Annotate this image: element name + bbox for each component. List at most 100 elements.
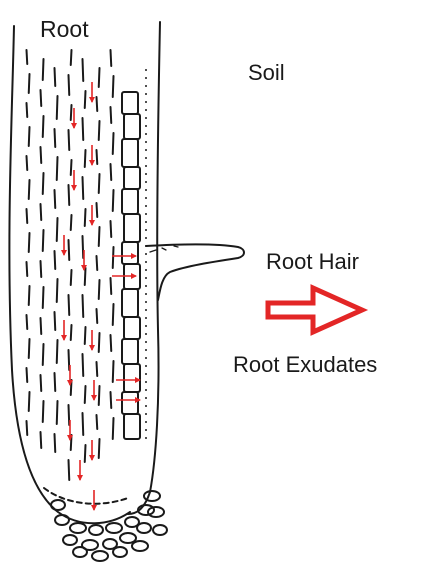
streak bbox=[43, 401, 44, 422]
epidermis-dot bbox=[145, 405, 147, 407]
epidermis-cell bbox=[124, 317, 140, 339]
epidermis-dot bbox=[145, 293, 147, 295]
epidermis-dot bbox=[145, 277, 147, 279]
epidermis-dot bbox=[145, 173, 147, 175]
epidermis-dot bbox=[145, 229, 147, 231]
epidermis-dot bbox=[145, 165, 147, 167]
streak bbox=[57, 157, 58, 180]
streak bbox=[71, 435, 72, 450]
epidermis-dot bbox=[145, 141, 147, 143]
streak bbox=[55, 373, 56, 391]
streak bbox=[111, 335, 112, 351]
cap-cell bbox=[92, 551, 108, 561]
streak bbox=[71, 270, 72, 285]
epidermis-dot bbox=[145, 389, 147, 391]
epidermis-cell bbox=[122, 289, 138, 317]
streak bbox=[27, 103, 28, 117]
streak bbox=[29, 392, 30, 411]
streak bbox=[111, 221, 112, 237]
epidermis-cell bbox=[124, 414, 140, 439]
streak bbox=[99, 227, 100, 246]
epidermis-dot bbox=[145, 133, 147, 135]
streak bbox=[85, 91, 86, 108]
streak bbox=[99, 68, 100, 87]
streak bbox=[113, 304, 114, 325]
streak bbox=[41, 261, 42, 277]
cap-cell bbox=[73, 547, 87, 557]
streak bbox=[83, 295, 84, 317]
streak bbox=[55, 312, 56, 330]
epidermis-cell bbox=[122, 189, 138, 214]
epidermis-dot bbox=[145, 197, 147, 199]
cap-cell bbox=[70, 523, 86, 533]
streak bbox=[27, 156, 28, 170]
streak bbox=[43, 173, 44, 194]
streak bbox=[83, 177, 84, 199]
streak bbox=[111, 278, 112, 294]
streak bbox=[99, 386, 100, 405]
epidermis-dot bbox=[145, 93, 147, 95]
streak bbox=[113, 247, 114, 268]
streak bbox=[55, 129, 56, 147]
epidermis-dot bbox=[145, 269, 147, 271]
streak bbox=[97, 415, 98, 429]
streak bbox=[83, 118, 84, 140]
epidermis-dot bbox=[145, 381, 147, 383]
cap-cell bbox=[144, 491, 160, 501]
streak bbox=[69, 240, 70, 260]
epidermis-cell bbox=[122, 92, 138, 114]
streak bbox=[85, 209, 86, 226]
epidermis-cell bbox=[124, 114, 140, 139]
cap-cell bbox=[137, 523, 151, 533]
epidermis-dot bbox=[145, 285, 147, 287]
root-hair-label: Root Hair bbox=[266, 249, 359, 274]
root-exudates-label: Root Exudates bbox=[233, 352, 377, 377]
streak bbox=[97, 256, 98, 270]
cap-cell bbox=[113, 547, 127, 557]
streak bbox=[99, 439, 100, 458]
streak bbox=[113, 76, 114, 97]
streak bbox=[27, 209, 28, 223]
streak bbox=[113, 361, 114, 382]
streak bbox=[57, 401, 58, 424]
streak bbox=[83, 354, 84, 376]
streak bbox=[29, 339, 30, 358]
cap-cell bbox=[89, 525, 103, 535]
epidermis-dot bbox=[145, 325, 147, 327]
streak bbox=[41, 204, 42, 220]
streak bbox=[71, 50, 72, 65]
streak bbox=[85, 150, 86, 167]
streak bbox=[41, 318, 42, 334]
epidermis-dot bbox=[145, 429, 147, 431]
streak bbox=[69, 75, 70, 95]
epidermis-dot bbox=[145, 437, 147, 439]
cap-cell bbox=[63, 535, 77, 545]
epidermis-dot bbox=[145, 117, 147, 119]
streak bbox=[41, 147, 42, 163]
streak bbox=[85, 445, 86, 462]
streak bbox=[111, 164, 112, 180]
epidermis-dot bbox=[145, 149, 147, 151]
streak bbox=[57, 218, 58, 241]
root-right-edge bbox=[128, 22, 160, 514]
streak bbox=[99, 333, 100, 352]
streak bbox=[111, 50, 112, 66]
epidermis-cell bbox=[124, 364, 140, 392]
streak bbox=[29, 180, 30, 199]
epidermis-dot bbox=[145, 397, 147, 399]
epidermis-cell bbox=[122, 139, 138, 167]
epidermis-dot bbox=[145, 421, 147, 423]
root-cap-inner bbox=[44, 488, 128, 504]
streak bbox=[113, 418, 114, 439]
epidermis-dot bbox=[145, 213, 147, 215]
epidermis-dot bbox=[145, 253, 147, 255]
epidermis-cells bbox=[122, 69, 147, 439]
streak bbox=[85, 268, 86, 285]
streak bbox=[69, 130, 70, 150]
streak bbox=[83, 236, 84, 258]
streak bbox=[55, 251, 56, 269]
epidermis-dot bbox=[145, 309, 147, 311]
streak bbox=[41, 375, 42, 391]
root-label: Root bbox=[40, 16, 89, 42]
